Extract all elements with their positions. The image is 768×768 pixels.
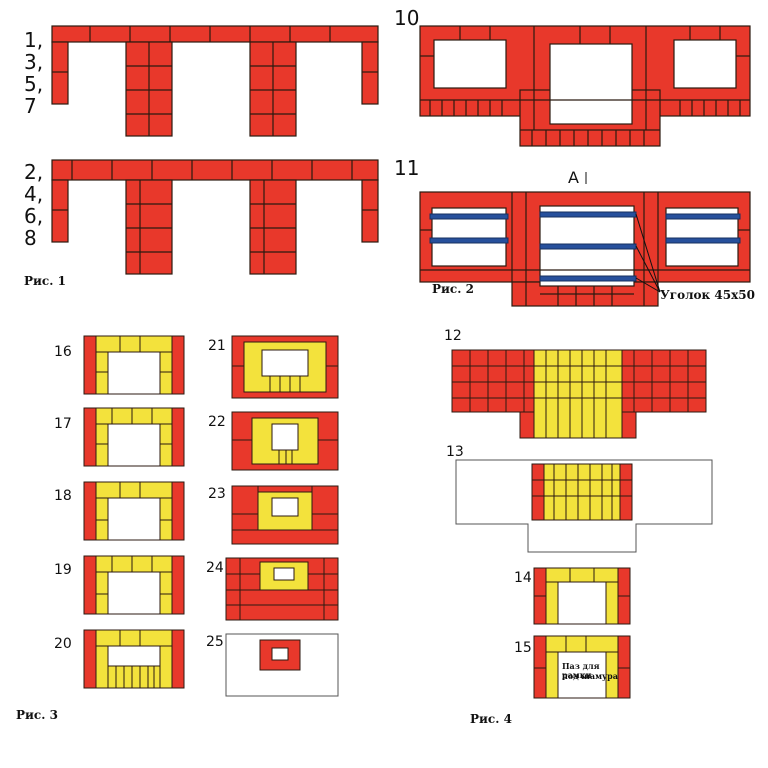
fig1-row-label-6: 6, <box>24 204 44 228</box>
fig4-course-14 <box>533 567 631 625</box>
fig3-caption: Рис. 3 <box>16 708 58 722</box>
fig3-row-label-20: 20 <box>54 636 72 652</box>
fig3-course-17 <box>83 407 185 467</box>
fig4-groove-note-line-2: под шамура <box>562 671 618 681</box>
fig3-left-column <box>83 335 185 689</box>
fig3-row-label-17: 17 <box>54 416 72 432</box>
fig3-row-label-16: 16 <box>54 344 72 360</box>
fig2-angle-note: Уголок 45х50 <box>660 288 755 302</box>
fig1-odd-course-plan <box>51 25 379 137</box>
fig1-row-label-4: 4, <box>24 182 44 206</box>
fig3-row-label-19: 19 <box>54 562 72 578</box>
fig3-row-label-21: 21 <box>208 338 226 354</box>
fig1-row-label-1: 1, <box>24 28 44 52</box>
fig2-row-label-10: 10 <box>394 6 420 30</box>
fig4-course-15 <box>533 635 631 699</box>
fig3-row-label-23: 23 <box>208 486 226 502</box>
fig3-row-label-18: 18 <box>54 488 72 504</box>
fig1-row-label-5: 5, <box>24 72 44 96</box>
fig3-course-16 <box>83 335 185 395</box>
fig1-caption: Рис. 1 <box>24 274 66 288</box>
fig3-course-20 <box>83 629 185 689</box>
fig3-course-18 <box>83 481 185 541</box>
fig3-course-19 <box>83 555 185 615</box>
fig1-row-label-7: 7 <box>24 94 37 118</box>
fig3-course-21 <box>231 335 339 399</box>
figure-4: 12 13 14 15 Паз для рамки под шамура Рис… <box>390 320 768 768</box>
fig4-row-label-12: 12 <box>444 328 462 344</box>
fig2-row-label-11: 11 <box>394 156 420 180</box>
fig1-even-course-plan <box>51 159 379 275</box>
fig1-row-label-2: 2, <box>24 160 44 184</box>
fig4-row-label-15: 15 <box>514 640 532 656</box>
fig2-drawing <box>419 25 751 307</box>
fig3-course-23 <box>231 485 339 545</box>
fig2-course-10 <box>419 25 751 147</box>
fig3-row-label-25: 25 <box>206 634 224 650</box>
fig1-row-label-3: 3, <box>24 50 44 74</box>
fig4-row-label-14: 14 <box>514 570 532 586</box>
fig3-row-label-22: 22 <box>208 414 226 430</box>
fig4-course-12 <box>451 349 707 439</box>
fig1-row-label-8: 8 <box>24 226 37 250</box>
fig4-course-13 <box>455 459 713 553</box>
fig4-drawing <box>451 349 713 699</box>
figure-2: 10 11 A Уголок 45х50 Рис. 2 <box>390 0 768 320</box>
fig3-course-25 <box>225 633 339 697</box>
fig4-caption: Рис. 4 <box>470 712 512 726</box>
fig4-groove-note-line-1: Паз для рамки <box>562 661 600 680</box>
fig2-leader-lines <box>585 172 661 293</box>
figure-3: 16 17 18 19 20 21 22 23 24 25 Рис. 3 <box>0 320 390 768</box>
fig3-drawing <box>83 335 339 697</box>
fig4-row-label-13: 13 <box>446 444 464 460</box>
fig2-caption: Рис. 2 <box>432 282 474 296</box>
fig3-course-24 <box>225 557 339 621</box>
fig3-right-column <box>225 335 339 697</box>
fig3-course-22 <box>231 411 339 471</box>
fig3-row-label-24: 24 <box>206 560 224 576</box>
fig1-drawing <box>51 25 379 275</box>
fig2-section-mark: A <box>568 168 579 187</box>
fig2-course-11 <box>419 191 751 307</box>
figure-1: 1, 3, 5, 7 2, 4, 6, 8 Рис. 1 <box>0 0 390 300</box>
